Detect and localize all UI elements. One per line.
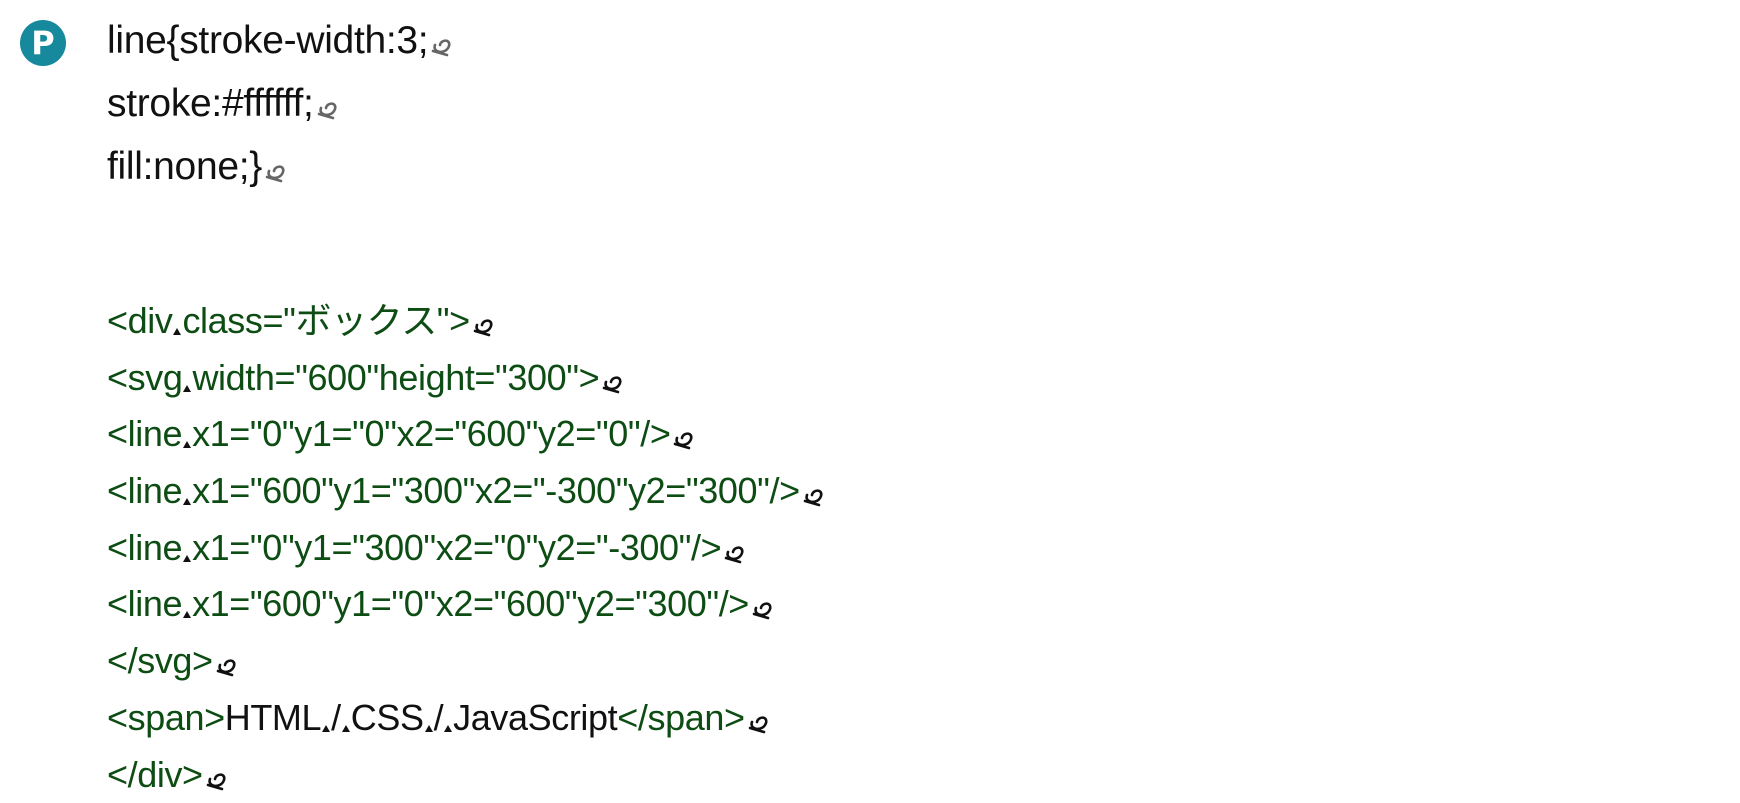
code-token: <span> [107, 697, 225, 738]
return-icon [600, 368, 626, 394]
return-icon [801, 481, 827, 507]
space-marker-icon [182, 496, 192, 506]
code-token: x1="600"y1="0"x2="600"y2="300"/> [192, 583, 749, 624]
return-icon [429, 31, 455, 57]
code-token: <div [107, 300, 172, 341]
css-line-text: stroke:#ffffff; [107, 82, 314, 125]
code-token: width="600"height="300"> [192, 357, 599, 398]
space-marker-icon [182, 383, 192, 393]
code-line-span: <span>HTML/CSS/JavaScript</span> [107, 690, 1707, 747]
code-text: CSS [351, 697, 424, 738]
code-token: class="ボックス"> [182, 300, 469, 341]
code-token: <line [107, 413, 182, 454]
code-text: JavaScript [453, 697, 617, 738]
code-token: <line [107, 527, 182, 568]
return-icon [671, 424, 697, 450]
space-marker-icon [182, 553, 192, 563]
code-line-svg-close: </svg> [107, 633, 1707, 690]
css-line: line{stroke-width:3; [107, 12, 1707, 75]
code-token: <svg [107, 357, 182, 398]
css-line-text: fill:none;} [107, 145, 262, 188]
code-token: </span> [617, 697, 744, 738]
code-line-div-close: </div> [107, 747, 1707, 803]
code-token: x1="600"y1="300"x2="-300"y2="300"/> [192, 470, 800, 511]
space-marker-icon [443, 723, 453, 733]
return-icon [263, 157, 289, 183]
return-icon [746, 708, 772, 734]
return-icon [722, 538, 748, 564]
css-line: stroke:#ffffff; [107, 75, 1707, 138]
space-marker-icon [341, 723, 351, 733]
code-text: / [434, 697, 444, 738]
code-token: <line [107, 470, 182, 511]
paragraph-marker-icon: P [20, 20, 66, 66]
return-icon [214, 651, 240, 677]
space-marker-icon [321, 723, 331, 733]
css-line-text: line{stroke-width:3; [107, 19, 428, 62]
code-token: x1="0"y1="300"x2="0"y2="-300"/> [192, 527, 721, 568]
code-token: </div> [107, 754, 203, 795]
return-icon [471, 311, 497, 337]
css-code-block: line{stroke-width:3; stroke:#ffffff; fil… [107, 12, 1707, 201]
code-token: x1="0"y1="0"x2="600"y2="0"/> [192, 413, 670, 454]
return-icon [750, 594, 776, 620]
code-token: <line [107, 583, 182, 624]
space-marker-icon [424, 723, 434, 733]
space-marker-icon [172, 326, 182, 336]
return-icon [315, 94, 341, 120]
return-icon [204, 765, 230, 791]
code-text: / [331, 697, 341, 738]
space-marker-icon [182, 439, 192, 449]
code-token: </svg> [107, 640, 213, 681]
space-marker-icon [182, 609, 192, 619]
code-text: HTML [225, 697, 321, 738]
css-line: fill:none;} [107, 138, 1707, 201]
